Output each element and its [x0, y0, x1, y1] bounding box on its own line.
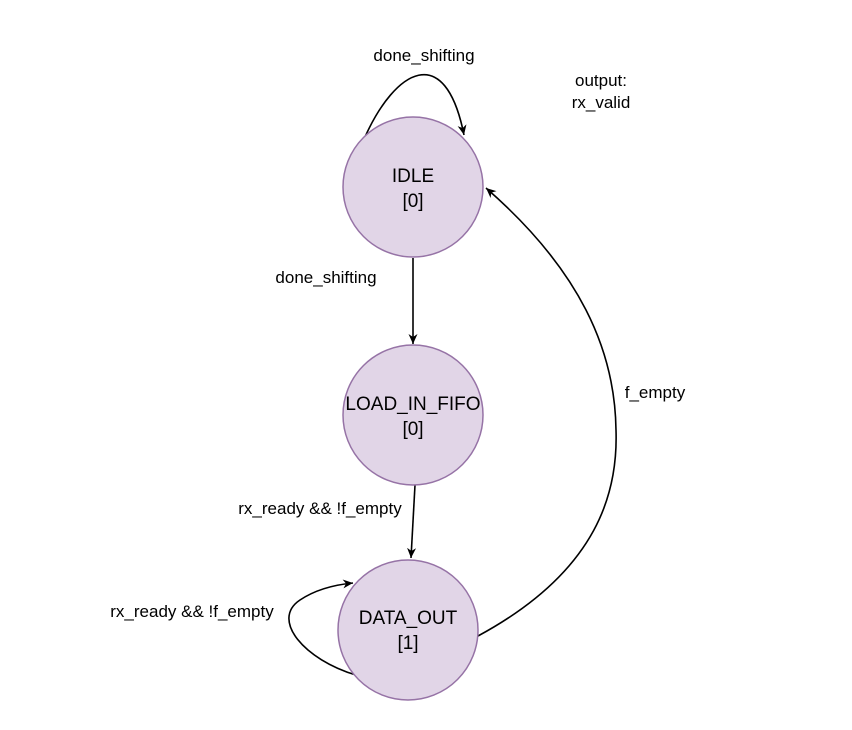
output-note-line2: rx_valid	[572, 93, 631, 112]
transition-data-out-self-loop	[288, 579, 357, 676]
state-data-out: DATA_OUT [1]	[337, 559, 479, 701]
transition-idle-self-loop	[364, 73, 467, 138]
state-idle-output: [0]	[402, 191, 423, 212]
state-load-in-fifo-name: LOAD_IN_FIFO	[345, 394, 480, 415]
transition-data-out-to-idle	[477, 187, 617, 637]
output-note-line1: output:	[575, 71, 627, 90]
state-idle: IDLE [0]	[342, 116, 484, 258]
transition-label-idle-to-load: done_shifting	[275, 268, 376, 287]
state-load-in-fifo-output: [0]	[402, 419, 423, 440]
transition-label-load-to-data: rx_ready && !f_empty	[238, 499, 402, 518]
transition-label-data-to-idle: f_empty	[625, 383, 686, 402]
transition-load-in-fifo-to-data-out	[407, 484, 417, 559]
state-data-out-name: DATA_OUT	[359, 608, 458, 629]
transition-label-idle-self: done_shifting	[373, 46, 474, 65]
state-load-in-fifo: LOAD_IN_FIFO [0]	[342, 344, 484, 486]
state-idle-name: IDLE	[392, 166, 434, 187]
state-data-out-output: [1]	[397, 633, 418, 654]
transition-label-data-self: rx_ready && !f_empty	[110, 602, 274, 621]
